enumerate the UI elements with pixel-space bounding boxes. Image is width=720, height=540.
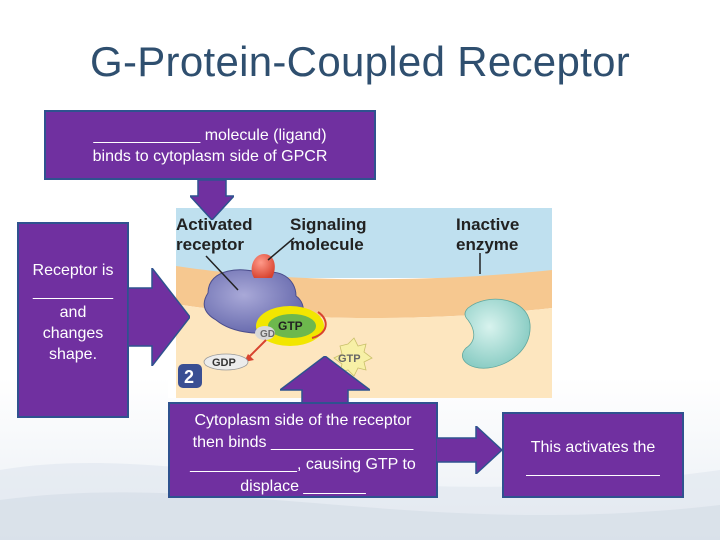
gdp-released-label: GDP [212,357,236,369]
callout-top-line1: ____________ molecule (ligand) [93,127,327,144]
label-signaling-1: Signaling [290,215,367,234]
label-signaling-2: molecule [290,235,364,254]
exchange-arrow [311,311,327,339]
gpcr-diagram: GD GTP GTP GDP 2 Activated receptor Sign… [168,208,552,398]
callout-bottom-line1: Cytoplasm side of the receptor [194,412,412,429]
callout-right-line1: This activates the [530,439,656,456]
slide-title: G-Protein-Coupled Receptor [89,38,631,85]
gtp-free-label: GTP [338,353,361,365]
callout-right: This activates the _______________ [502,412,684,498]
arrow-right-left [128,268,190,366]
label-inactive-1: Inactive [456,215,519,234]
callout-bottom-line4: displace _______ [240,478,366,495]
callout-left: Receptor is _________ and changes shape. [17,222,129,418]
arrow-up [280,356,370,406]
arrow-down [190,180,234,220]
callout-left-line1: Receptor is [32,262,114,279]
label-activated-1: Activated [176,215,253,234]
step-number: 2 [184,367,194,387]
gtp-free-shape [333,337,373,377]
inactive-enzyme-shape [462,298,531,369]
callout-bottom-line3: ____________, causing GTP to [190,456,416,473]
callout-bottom-line2: then binds ________________ [192,434,414,451]
callout-right-line2: _______________ [526,460,660,477]
arrow-right-bottom [436,426,502,474]
callout-left-line3: and [59,304,87,321]
callout-left-line5: shape. [48,346,98,363]
extracellular-region [176,208,552,278]
callout-top: ____________ molecule (ligand) binds to … [44,110,376,180]
step-number-badge [178,364,202,388]
gdp-fragment-label: GD [260,329,275,340]
gtp-bound-label: GTP [278,319,303,333]
callout-bottom: Cytoplasm side of the receptor then bind… [168,402,438,498]
callout-left-line2: _________ [32,283,114,300]
gdp-released-shape [203,353,249,371]
label-inactive-2: enzyme [456,235,518,254]
callout-left-line4: changes [42,325,104,342]
callout-top-line2: binds to cytoplasm side of GPCR [92,148,328,165]
label-activated-2: receptor [176,235,244,254]
